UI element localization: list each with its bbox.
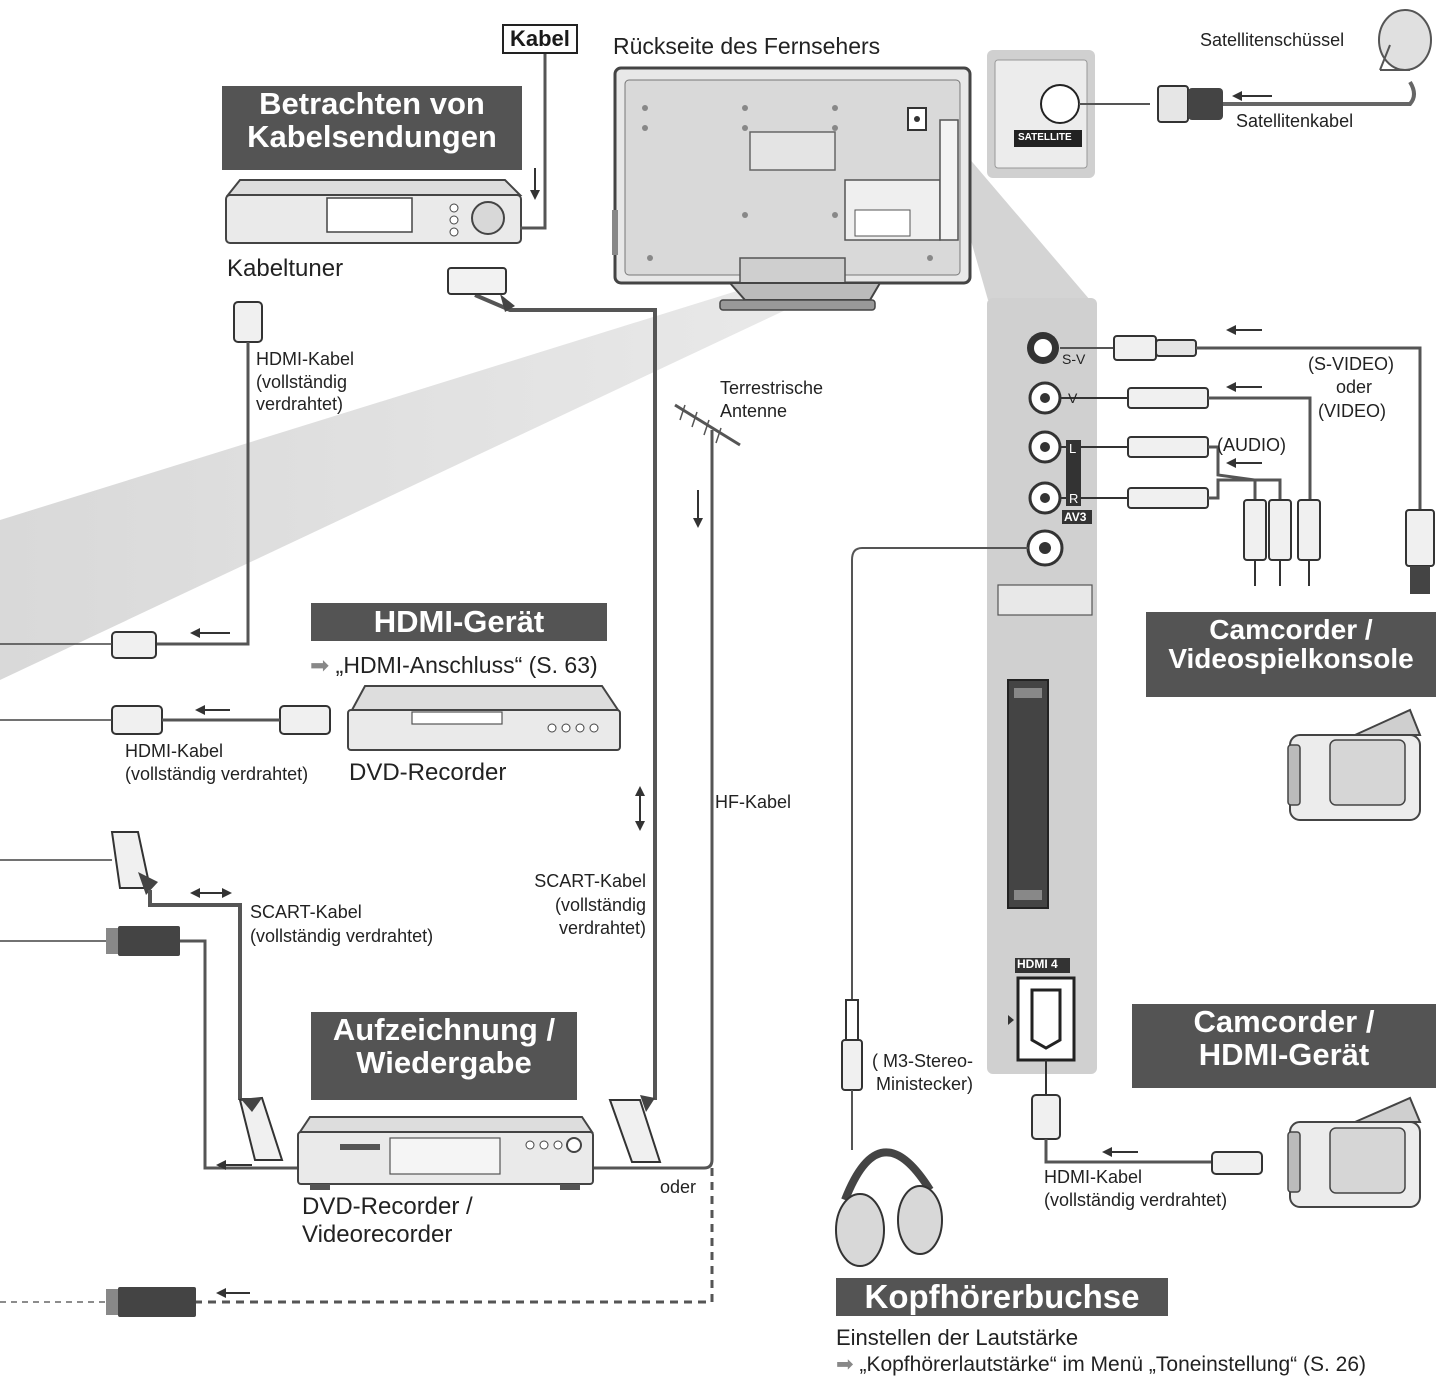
hdmi-device-banner: HDMI-Gerät bbox=[311, 603, 607, 641]
camcorder-console-banner-line1: Camcorder / bbox=[1209, 614, 1373, 645]
stereo-plug-label-2: Ministecker) bbox=[876, 1074, 974, 1094]
scart-cable-right-label-2: (vollständig bbox=[554, 895, 646, 915]
recording-banner: Aufzeichnung / Wiedergabe bbox=[311, 1012, 577, 1100]
video-label: (VIDEO) bbox=[1318, 401, 1387, 421]
satellite-dish-label: Satellitenschüssel bbox=[1200, 30, 1345, 50]
v-jack-label: V bbox=[1068, 390, 1078, 406]
camcorder-console-banner-line2: Videospielkonsole bbox=[1168, 643, 1414, 675]
cable-tuner-device bbox=[225, 179, 523, 244]
hdmi4-label: HDMI 4 bbox=[1017, 957, 1058, 971]
tv-back-drawing bbox=[612, 66, 972, 311]
volume-title: Einstellen der Lautstärke bbox=[836, 1325, 1079, 1350]
satellite-socket bbox=[1040, 84, 1080, 124]
dvd-videorecorder-device bbox=[297, 1116, 594, 1190]
cable-viewing-banner-line1: Betrachten von bbox=[259, 86, 485, 121]
recorder-label-1: DVD-Recorder / bbox=[302, 1193, 473, 1220]
camcorder-hdmi-cable-label-1: HDMI-Kabel bbox=[1044, 1167, 1143, 1187]
av3-label: AV3 bbox=[1064, 510, 1087, 524]
dvd-recorder-hdmi-device bbox=[347, 685, 621, 751]
rf-cable-label: HF-Kabel bbox=[715, 792, 792, 812]
view-beam-right bbox=[945, 150, 1090, 300]
hdmi-device-cable-label-2: (vollständig verdrahtet) bbox=[125, 764, 309, 784]
dvd-recorder-label: DVD-Recorder bbox=[349, 759, 507, 786]
antenna-label-1: Terrestrische bbox=[720, 378, 824, 398]
tuner-hdmi-cable-label-3: verdrahtet) bbox=[256, 394, 344, 414]
s-video-label: (S-VIDEO) bbox=[1308, 354, 1395, 374]
headphones-icon bbox=[835, 1148, 943, 1267]
tuner-hdmi-cable-label-2: (vollständig bbox=[256, 372, 348, 392]
volume-reference-text: „Kopfhörerlautstärke“ im Menü „Toneinste… bbox=[859, 1353, 1367, 1376]
hdmi-reference: ➡ „HDMI-Anschluss“ (S. 63) bbox=[310, 653, 598, 678]
reference-arrow-icon: ➡ bbox=[310, 652, 330, 678]
camcorder-hdmi-banner-line2: HDMI-Gerät bbox=[1198, 1036, 1370, 1072]
cable-source-label: Kabel bbox=[502, 24, 578, 54]
tuner-hdmi-cable-label-1: HDMI-Kabel bbox=[256, 349, 355, 369]
tv-back-title: Rückseite des Fernsehers bbox=[613, 33, 881, 59]
view-beam-left bbox=[0, 262, 845, 680]
terrestrial-antenna-icon bbox=[674, 403, 741, 480]
scart-cable-right-label-3: verdrahtet) bbox=[558, 918, 646, 938]
l-jack-label: L bbox=[1069, 441, 1077, 456]
camcorder-icon-bottom bbox=[1287, 1096, 1422, 1208]
recording-banner-line1: Aufzeichnung / bbox=[332, 1012, 556, 1047]
satellite-cable-label: Satellitenkabel bbox=[1236, 111, 1354, 131]
sv-jack-label: S-V bbox=[1062, 351, 1086, 367]
satellite-dish-icon bbox=[1378, 9, 1432, 71]
satellite-port-label: SATELLITE bbox=[1018, 132, 1072, 143]
cable-tuner-label: Kabeltuner bbox=[227, 255, 344, 282]
r-jack-label: R bbox=[1069, 491, 1079, 506]
recording-banner-line2: Wiedergabe bbox=[356, 1044, 532, 1080]
s-video-oder-label: oder bbox=[1336, 377, 1373, 397]
camcorder-hdmi-banner: Camcorder / HDMI-Gerät bbox=[1132, 1004, 1436, 1088]
scart-cable-right-label-1: SCART-Kabel bbox=[534, 871, 646, 891]
stereo-plug-label-1: ( M3-Stereo- bbox=[872, 1051, 974, 1071]
oder-label: oder bbox=[660, 1177, 697, 1197]
volume-reference-arrow-icon: ➡ bbox=[836, 1353, 854, 1376]
camcorder-icon-top bbox=[1287, 708, 1422, 821]
cable-viewing-banner-line2: Kabelsendungen bbox=[247, 118, 497, 154]
recorder-label-2: Videorecorder bbox=[302, 1221, 453, 1248]
hdmi-device-cable-label-1: HDMI-Kabel bbox=[125, 741, 224, 761]
audio-label: (AUDIO) bbox=[1217, 435, 1286, 455]
scart-cable-left-label-1: SCART-Kabel bbox=[250, 902, 362, 922]
scart-cable-left-label-2: (vollständig verdrahtet) bbox=[250, 926, 434, 946]
hdmi-reference-text: „HDMI-Anschluss“ (S. 63) bbox=[335, 652, 598, 678]
camcorder-hdmi-banner-line1: Camcorder / bbox=[1193, 1004, 1375, 1039]
camcorder-hdmi-cable-label-2: (vollständig verdrahtet) bbox=[1044, 1190, 1228, 1210]
cable-viewing-banner: Betrachten von Kabelsendungen bbox=[222, 86, 522, 170]
camcorder-console-banner: Camcorder / Videospielkonsole bbox=[1146, 612, 1436, 697]
volume-reference: ➡ „Kopfhörerlautstärke“ im Menü „Toneins… bbox=[836, 1353, 1367, 1377]
common-interface-slot bbox=[1007, 679, 1049, 909]
antenna-label-2: Antenne bbox=[720, 401, 788, 421]
headphone-jack-banner: Kopfhörerbuchse bbox=[836, 1278, 1168, 1316]
